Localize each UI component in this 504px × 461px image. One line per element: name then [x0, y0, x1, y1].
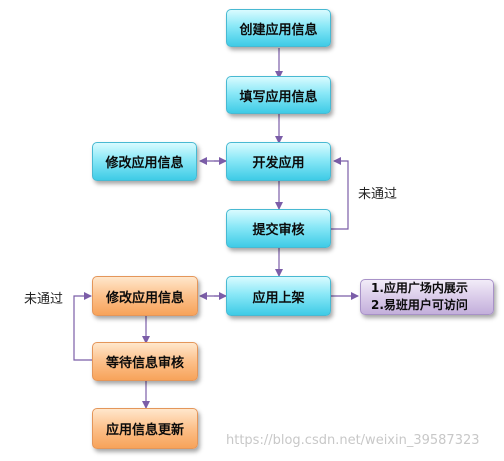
node-modify-app-info-bottom: 修改应用信息 — [92, 276, 198, 316]
node-fill-app-info: 填写应用信息 — [226, 76, 331, 114]
edge-submit-reject-loop — [331, 157, 349, 230]
node-create-app-info: 创建应用信息 — [226, 9, 331, 47]
watermark: https://blog.csdn.net/weixin_39587323 — [226, 433, 480, 448]
node-app-info-update: 应用信息更新 — [92, 408, 198, 449]
label-not-passed-right: 未通过 — [358, 187, 398, 202]
result-line-1: 1.应用广场内展示 — [371, 281, 468, 295]
edge-wait-reject-loop — [73, 292, 93, 361]
result-line-2: 2.易班用户可访问 — [371, 298, 468, 312]
node-publish-result: 1.应用广场内展示 2.易班用户可访问 — [360, 279, 494, 315]
node-modify-app-info-top: 修改应用信息 — [92, 142, 197, 181]
node-develop-app: 开发应用 — [226, 142, 331, 181]
label-not-passed-left: 未通过 — [24, 292, 64, 307]
node-submit-review: 提交审核 — [226, 209, 331, 248]
node-wait-info-review: 等待信息审核 — [92, 342, 198, 381]
node-publish-app: 应用上架 — [226, 276, 331, 316]
